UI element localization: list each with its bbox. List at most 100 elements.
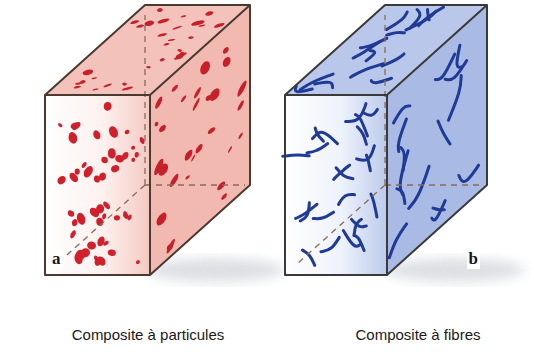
fiber bbox=[387, 12, 411, 30]
fiber bbox=[283, 155, 309, 156]
particle bbox=[195, 142, 202, 156]
particle bbox=[238, 131, 243, 140]
front-face bbox=[45, 95, 150, 275]
particle bbox=[93, 129, 102, 141]
particle bbox=[169, 171, 178, 189]
particle bbox=[166, 244, 173, 251]
particle bbox=[174, 52, 188, 59]
particle bbox=[96, 234, 105, 248]
fiber bbox=[400, 151, 408, 197]
shadow bbox=[385, 258, 525, 282]
particle bbox=[135, 25, 145, 28]
right-face bbox=[150, 5, 250, 275]
particle bbox=[103, 240, 109, 246]
particle bbox=[222, 56, 231, 67]
cube-edges bbox=[45, 5, 250, 275]
particle bbox=[228, 145, 233, 154]
particle bbox=[155, 94, 163, 111]
particle bbox=[156, 33, 168, 38]
hidden-edges bbox=[298, 15, 482, 263]
particle bbox=[131, 145, 135, 150]
fiber bbox=[313, 212, 333, 218]
fiber bbox=[302, 250, 314, 265]
caption-text: Composite à particules bbox=[72, 326, 225, 344]
particle bbox=[107, 147, 116, 160]
fiber-layer bbox=[389, 28, 478, 260]
particle bbox=[75, 168, 80, 174]
particle bbox=[159, 123, 166, 133]
particle bbox=[103, 101, 111, 111]
particle bbox=[74, 251, 84, 266]
particle bbox=[69, 229, 76, 240]
fiber bbox=[311, 82, 339, 88]
particle-layer bbox=[54, 7, 244, 91]
particle bbox=[217, 180, 225, 193]
particle bbox=[181, 94, 187, 103]
fiber bbox=[312, 132, 337, 143]
fiber bbox=[389, 224, 406, 258]
particle bbox=[172, 83, 179, 93]
fiber bbox=[339, 194, 355, 204]
fiber bbox=[350, 64, 383, 78]
particle bbox=[72, 120, 81, 131]
particle bbox=[172, 25, 182, 30]
particle-cube bbox=[45, 5, 250, 275]
particle bbox=[57, 175, 66, 186]
particle bbox=[122, 210, 129, 221]
particle bbox=[71, 218, 77, 227]
fiber bbox=[354, 219, 361, 235]
particle bbox=[92, 88, 100, 91]
fiber bbox=[409, 166, 430, 208]
fiber bbox=[336, 168, 353, 179]
particle bbox=[103, 200, 111, 210]
particle bbox=[187, 36, 194, 40]
particle bbox=[121, 82, 127, 86]
fiber bbox=[360, 38, 387, 48]
particle bbox=[94, 175, 101, 183]
particle bbox=[180, 15, 187, 18]
particle bbox=[237, 78, 248, 99]
particle bbox=[81, 161, 87, 169]
fiber bbox=[432, 201, 445, 223]
fiber bbox=[371, 194, 377, 217]
particle bbox=[167, 39, 176, 42]
particle bbox=[114, 215, 120, 220]
particle bbox=[145, 65, 151, 69]
fiber bbox=[357, 146, 375, 160]
fiber bbox=[307, 144, 328, 153]
particle bbox=[58, 122, 63, 128]
fiber bbox=[459, 158, 479, 188]
particle bbox=[102, 212, 107, 220]
particle bbox=[134, 151, 139, 158]
particle bbox=[156, 18, 171, 24]
particle bbox=[163, 43, 171, 46]
particle bbox=[76, 210, 87, 227]
particle bbox=[208, 126, 216, 135]
front-face bbox=[285, 95, 387, 275]
particle bbox=[204, 10, 215, 16]
particle bbox=[80, 69, 95, 76]
cube-edges bbox=[285, 5, 487, 275]
particle bbox=[221, 192, 227, 201]
particle bbox=[156, 7, 164, 12]
particle bbox=[111, 164, 120, 173]
fiber bbox=[438, 110, 450, 154]
particle bbox=[237, 99, 244, 113]
fiber bbox=[364, 109, 378, 115]
particle bbox=[67, 210, 74, 218]
caption-text: Composite à fibres bbox=[355, 326, 480, 344]
particle bbox=[97, 255, 106, 268]
fiber bbox=[354, 235, 364, 250]
particle bbox=[192, 96, 200, 112]
particle bbox=[185, 148, 193, 163]
hidden-edges bbox=[58, 15, 245, 263]
particle bbox=[185, 174, 190, 180]
particle bbox=[131, 157, 135, 162]
particle bbox=[194, 85, 202, 100]
particle bbox=[199, 61, 211, 76]
particle bbox=[209, 86, 220, 103]
particle bbox=[108, 124, 119, 140]
fiber-layer bbox=[290, 7, 470, 92]
particle bbox=[73, 86, 82, 89]
